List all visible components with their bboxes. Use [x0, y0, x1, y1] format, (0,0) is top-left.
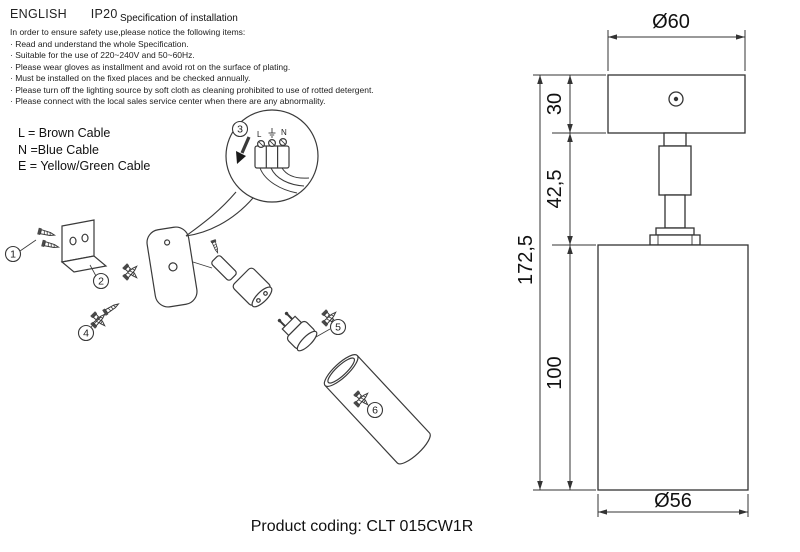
pivot-knuckle [211, 255, 237, 281]
svg-text:3: 3 [237, 124, 243, 136]
wiring-callout [185, 109, 319, 237]
svg-text:1: 1 [10, 249, 16, 261]
svg-text:2: 2 [98, 276, 104, 288]
spec-title: Specification of installation [120, 13, 238, 24]
part-balloon-6: 6 [366, 401, 384, 419]
spec-item-6: · Please connect with the local sales se… [10, 96, 326, 106]
dim-total-height: 172,5 [515, 235, 537, 285]
legend-earth-cable: E = Yellow/Green Cable [18, 159, 151, 173]
terminal-label-n: N [281, 128, 287, 137]
stem-lower [664, 194, 686, 229]
part-balloon-4: 4 [77, 324, 95, 342]
cross-screws-icon [122, 263, 139, 281]
spec-item-3: · Please wear gloves as installment and … [10, 61, 291, 72]
body-cylinder-outline [597, 244, 749, 491]
gu10-bulb [277, 311, 318, 352]
cross-screws-icon [90, 311, 107, 329]
dim-top-diameter: Ø60 [652, 11, 690, 33]
legend-neutral-cable: N =Blue Cable [18, 142, 99, 157]
mounting-bracket [60, 219, 108, 273]
svg-text:5: 5 [335, 322, 341, 334]
spec-item-4: · Must be installed on the fixed places … [10, 73, 251, 83]
earth-symbol-icon [268, 128, 276, 138]
dim-body-height: 100 [544, 356, 566, 389]
product-coding: Product coding: CLT 015CW1R [250, 518, 474, 535]
dimension-lines [533, 30, 749, 517]
legend-live-cable: L = Brown Cable [18, 126, 111, 140]
dim-stem-height: 42,5 [544, 170, 566, 209]
spec-intro: In order to ensure safety use,please not… [10, 27, 246, 37]
dim-canopy-height: 30 [544, 93, 566, 115]
dimensioned-drawing [597, 74, 749, 491]
lamp-socket [232, 267, 273, 308]
canopy-plate [146, 226, 198, 308]
wiring-arrow-icon [236, 136, 251, 164]
spec-item-5: · Please turn off the lighting source by… [10, 84, 374, 95]
svg-text:4: 4 [83, 328, 89, 340]
specification-block: Specification of installation In order t… [10, 13, 440, 107]
svg-text:6: 6 [372, 405, 378, 417]
stem-body [658, 145, 692, 196]
fixing-screws [36, 227, 60, 252]
cable-legend: L = Brown Cable N =Blue Cable E = Yellow… [18, 125, 150, 175]
part-balloon-3: 3 [231, 120, 249, 138]
terminal-block [254, 145, 290, 169]
spec-item-2: · Suitable for the use of 220~240V and 5… [10, 50, 195, 60]
spec-item-1: · Read and understand the whole Specific… [10, 38, 189, 49]
language-label: ENGLISH [10, 7, 67, 21]
ip-rating-label: IP20 [90, 7, 118, 21]
part-balloon-1: 1 [4, 245, 22, 263]
terminal-label-l: L [257, 130, 262, 139]
page-header: ENGLISH IP20 [10, 7, 118, 21]
dim-bottom-diameter: Ø56 [654, 490, 692, 512]
canopy-outline [607, 74, 746, 134]
stem-neck [663, 132, 687, 147]
part-balloon-5: 5 [329, 318, 347, 336]
part-balloon-2: 2 [92, 272, 110, 290]
exploded-assembly-diagram [19, 109, 431, 465]
